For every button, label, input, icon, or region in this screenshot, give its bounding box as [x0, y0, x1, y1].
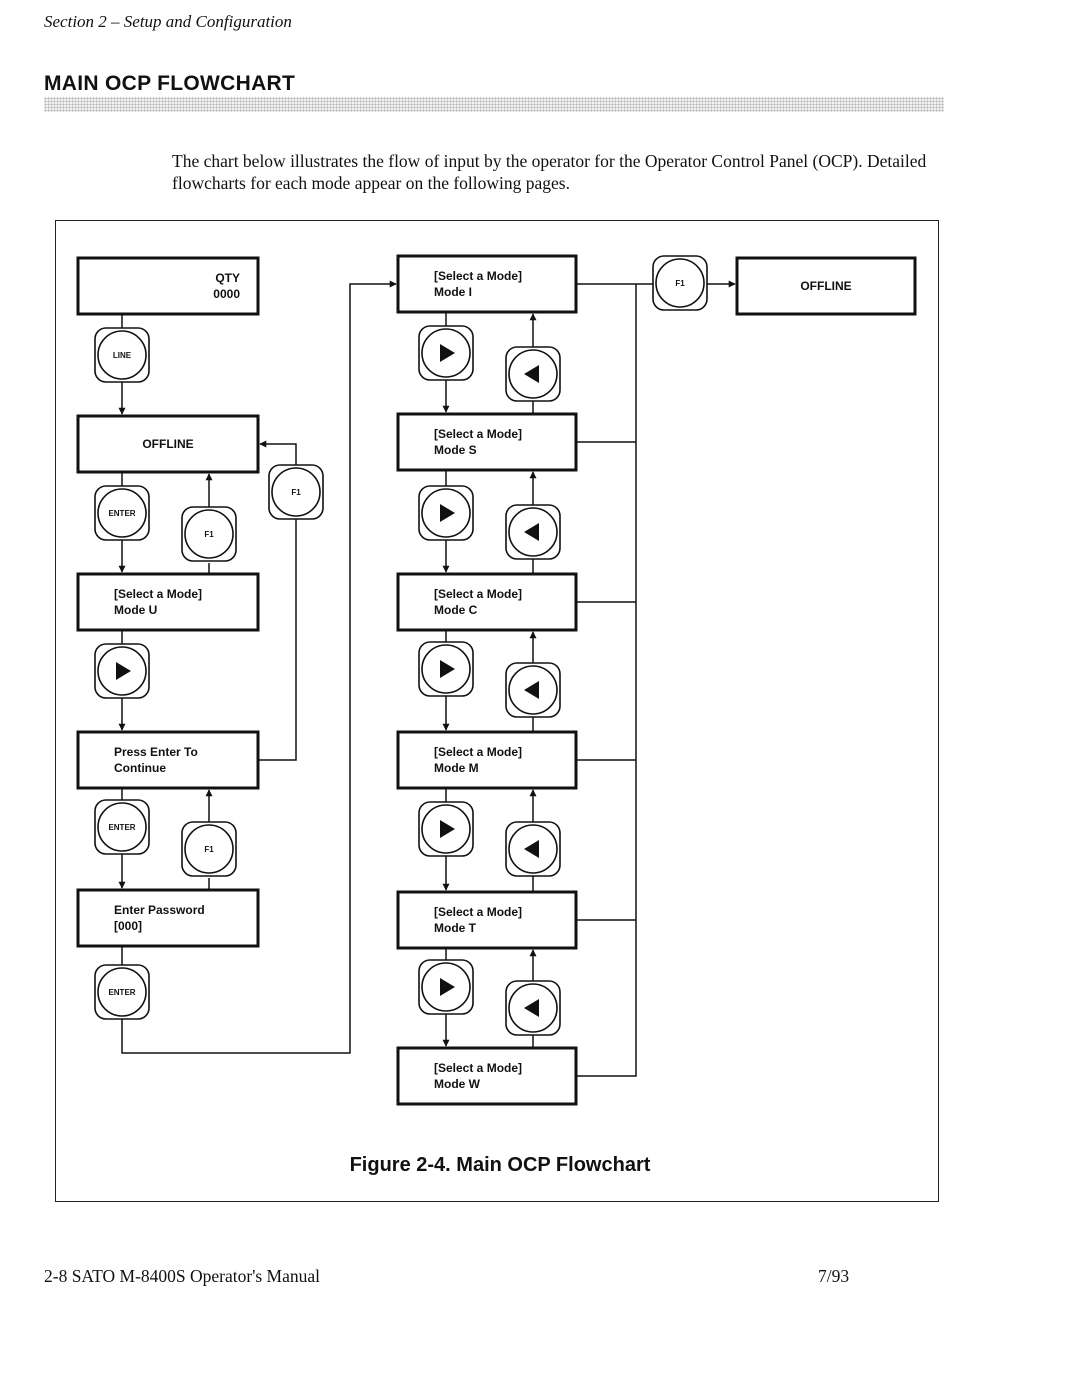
key-label: F1 — [675, 279, 685, 288]
right-arrow-key-icon — [94, 643, 150, 699]
enter-key: ENTER — [94, 964, 150, 1020]
display-enter-password: Enter Password [000] — [76, 888, 260, 948]
display-offline-right: OFFLINE — [735, 256, 917, 316]
enter-key: ENTER — [94, 799, 150, 855]
display-line: Mode S — [434, 443, 477, 457]
display-line: [Select a Mode] — [114, 587, 202, 601]
display-line: Mode M — [434, 761, 479, 775]
right-arrow-key-icon — [418, 641, 474, 697]
display-line: OFFLINE — [800, 279, 851, 293]
display-line: 0000 — [213, 287, 240, 301]
display-mode-c: [Select a Mode] Mode C — [396, 572, 578, 632]
display-mode-u: [Select a Mode] Mode U — [76, 572, 260, 632]
display-line: Continue — [114, 761, 166, 775]
f1-key: F1 — [181, 821, 237, 877]
figure-caption: Figure 2-4. Main OCP Flowchart — [349, 1154, 651, 1176]
left-arrow-key-icon — [505, 662, 561, 718]
display-line: [000] — [114, 919, 142, 933]
display-line: Mode U — [114, 603, 157, 617]
display-mode-w: [Select a Mode] Mode W — [396, 1046, 578, 1106]
right-arrow-key-icon — [418, 485, 474, 541]
key-label: ENTER — [108, 509, 135, 518]
display-line: [Select a Mode] — [434, 1061, 522, 1075]
page-heading: MAIN OCP FLOWCHART — [44, 72, 296, 95]
display-line: Mode I — [434, 285, 472, 299]
key-label: ENTER — [108, 823, 135, 832]
display-line: Mode W — [434, 1077, 481, 1091]
display-line: QTY — [215, 271, 240, 285]
heading-rule — [44, 97, 944, 112]
f1-key: F1 — [268, 464, 324, 520]
display-qty: QTY 0000 — [76, 256, 260, 316]
display-line: [Select a Mode] — [434, 745, 522, 759]
display-press-enter: Press Enter To Continue — [76, 730, 260, 790]
left-arrow-key-icon — [505, 980, 561, 1036]
f1-key: F1 — [652, 255, 708, 311]
key-label: F1 — [204, 530, 214, 539]
display-line: Press Enter To — [114, 745, 198, 759]
footer-manual-title: 2-8 SATO M-8400S Operator's Manual — [44, 1266, 321, 1286]
display-line: Enter Password — [114, 903, 205, 917]
display-mode-i: [Select a Mode] Mode I — [396, 254, 578, 314]
display-mode-t: [Select a Mode] Mode T — [396, 890, 578, 950]
left-arrow-key-icon — [505, 346, 561, 402]
display-line: Mode C — [434, 603, 478, 617]
display-mode-s: [Select a Mode] Mode S — [396, 412, 578, 472]
right-arrow-key-icon — [418, 325, 474, 381]
display-offline-left: OFFLINE — [76, 414, 260, 474]
display-line: OFFLINE — [142, 437, 193, 451]
footer-date: 7/93 — [818, 1266, 850, 1286]
f1-key: F1 — [181, 506, 237, 562]
display-line: Mode T — [434, 921, 477, 935]
display-line: [Select a Mode] — [434, 905, 522, 919]
display-line: [Select a Mode] — [434, 427, 522, 441]
left-arrow-key-icon — [505, 504, 561, 560]
figure-frame — [55, 220, 939, 1202]
display-line: [Select a Mode] — [434, 269, 522, 283]
intro-paragraph: The chart below illustrates the flow of … — [172, 151, 927, 193]
left-arrow-key-icon — [505, 821, 561, 877]
display-line: [Select a Mode] — [434, 587, 522, 601]
enter-key: ENTER — [94, 485, 150, 541]
display-mode-m: [Select a Mode] Mode M — [396, 730, 578, 790]
key-label: LINE — [113, 351, 132, 360]
key-label: ENTER — [108, 988, 135, 997]
line-key: LINE — [94, 327, 150, 383]
right-arrow-key-icon — [418, 801, 474, 857]
key-label: F1 — [291, 488, 301, 497]
key-label: F1 — [204, 845, 214, 854]
right-arrow-key-icon — [418, 959, 474, 1015]
section-header: Section 2 – Setup and Configuration — [44, 12, 292, 31]
